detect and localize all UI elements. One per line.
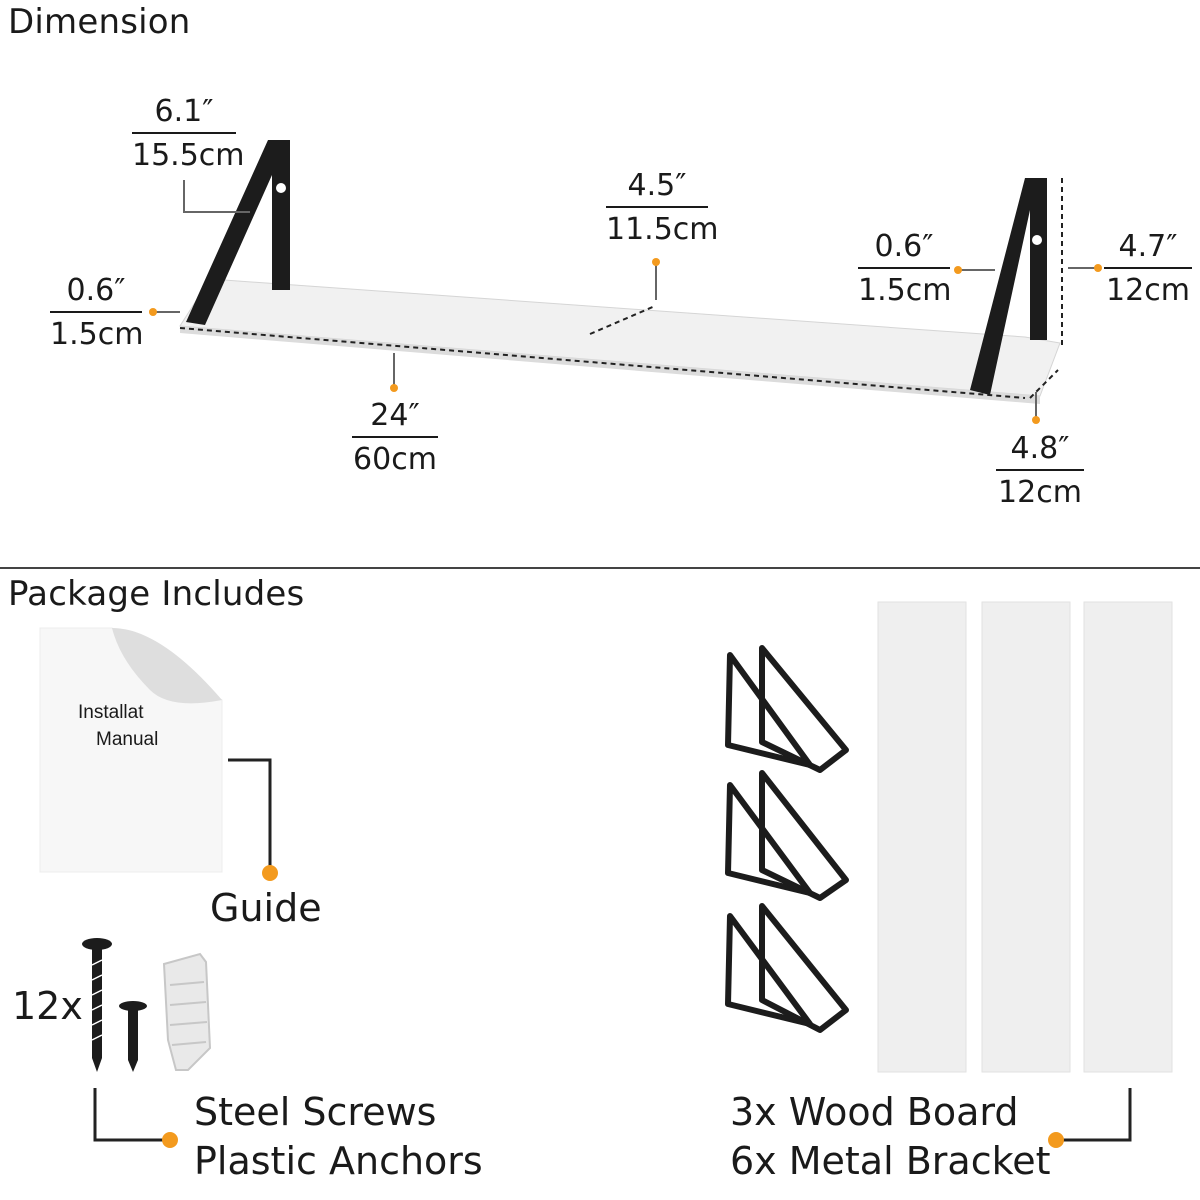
screws-anchors-label: Steel Screws Plastic Anchors [194,1088,483,1185]
dimension-board-depth: 4.8″ 12cm [996,433,1084,508]
plastic-anchors-text: Plastic Anchors [194,1138,483,1183]
dimension-cm: 11.5cm [606,211,719,247]
dimension-inches: 0.6″ [858,231,950,269]
plastic-anchor-icon [162,952,212,1071]
metal-bracket-text: 6x Metal Bracket [730,1138,1051,1183]
package-title: Package Includes [8,574,305,614]
dimension-inches: 24″ [352,400,438,438]
dimension-inches: 0.6″ [50,275,142,313]
wood-board-text: 3x Wood Board [730,1090,1019,1134]
right-bracket [970,178,1047,395]
dimension-bracket-strap: 0.6″ 1.5cm [858,231,952,308]
dimension-inches: 4.5″ [606,170,708,208]
dimension-cm: 60cm [353,441,437,477]
dimension-board-length: 24″ 60cm [352,400,438,475]
dimension-title: Dimension [8,2,191,42]
long-screw-icon [82,938,112,1072]
wood-boards [877,601,1173,1073]
dimension-cm: 1.5cm [50,316,144,352]
section-divider [0,567,1200,569]
dimension-cm: 12cm [1106,272,1190,308]
steel-screws-text: Steel Screws [194,1090,437,1134]
dimension-board-depth-mid: 4.5″ 11.5cm [606,170,719,247]
manual-title-line2: Manual [96,729,159,750]
manual-sheet [39,627,223,873]
dimension-cm: 15.5cm [132,137,245,173]
screws-count: 12x [12,984,83,1028]
dimension-cm: 12cm [998,474,1082,510]
dimension-board-thickness: 0.6″ 1.5cm [50,275,144,352]
dimension-inches: 4.7″ [1104,231,1192,269]
dimension-cm: 1.5cm [858,272,952,308]
short-screw-icon [119,1001,147,1072]
dimension-bracket-drop: 4.7″ 12cm [1104,231,1192,306]
dimension-guides [179,178,1063,399]
dimension-inches: 6.1″ [132,96,236,134]
dimension-bracket-height: 6.1″ 15.5cm [132,96,245,173]
guide-label: Guide [210,886,322,930]
brackets-stack [725,645,849,1033]
dimension-inches: 4.8″ [996,433,1084,471]
boards-brackets-label: 3x Wood Board 6x Metal Bracket [730,1088,1051,1185]
left-bracket [186,140,290,325]
shelf-board [179,278,1061,404]
manual-title-line1: Installat [78,702,144,723]
